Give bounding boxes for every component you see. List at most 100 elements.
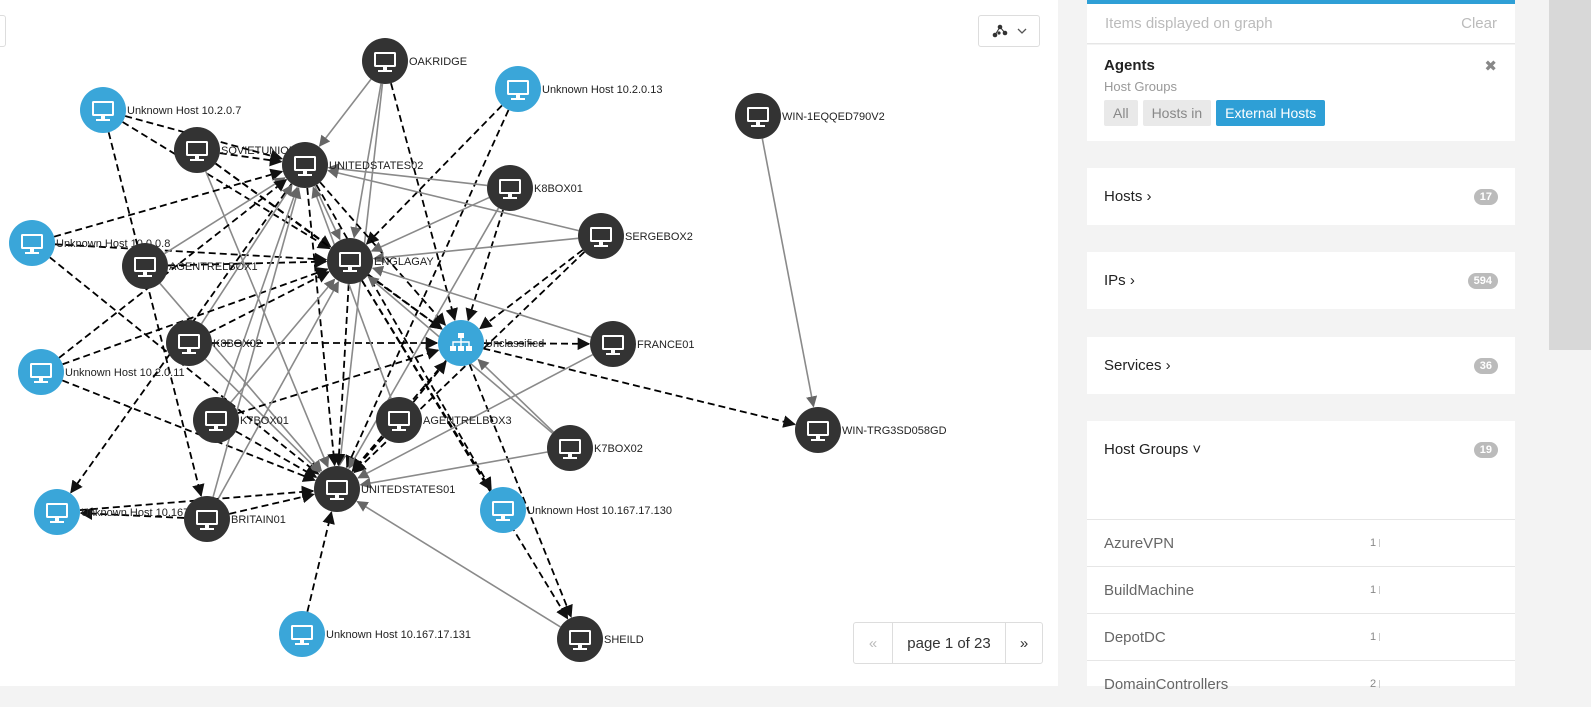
list-item[interactable]: AzureVPN 1: [1087, 519, 1515, 566]
graph-node-uh-10-2-0-11[interactable]: Unknown Host 10.2.0.11: [18, 349, 185, 395]
monitor-icon: [499, 179, 521, 199]
clear-button[interactable]: Clear: [1461, 15, 1497, 32]
pagination: « page 1 of 23 »: [853, 622, 1043, 664]
graph-node-label: K7BOX02: [594, 443, 643, 455]
graph-node-sergebox2[interactable]: SERGEBOX2: [578, 213, 693, 259]
host-groups-count-badge: 19: [1473, 441, 1498, 458]
graph-edge: [372, 237, 579, 264]
close-icon[interactable]: ✖: [1484, 58, 1497, 75]
graph-edge: [311, 186, 392, 399]
graph-edge: [230, 278, 336, 403]
graph-node-uh-10-2-0-13[interactable]: Unknown Host 10.2.0.13: [495, 66, 662, 112]
graph-edge: [62, 379, 316, 482]
list-item[interactable]: BuildMachine 1: [1087, 566, 1515, 613]
host-group-name: DepotDC: [1104, 628, 1166, 646]
host-group-name: AzureVPN: [1104, 534, 1175, 552]
graph-edge: [58, 179, 288, 359]
graph-node-uh-10-2-0-7[interactable]: Unknown Host 10.2.0.7: [80, 87, 241, 133]
graph-node-sovietunion[interactable]: SOVIETUNION: [174, 127, 297, 173]
monitor-icon: [294, 156, 316, 176]
left-panel-toggle[interactable]: [0, 15, 6, 47]
graph-node-unitedstates01[interactable]: UNITEDSTATES01: [314, 466, 455, 512]
graph-node-agentrelbox1[interactable]: AGENTRELBOX1: [122, 243, 258, 289]
hosts-section[interactable]: Hosts › 17: [1087, 168, 1515, 225]
monitor-icon: [291, 625, 313, 645]
monitor-icon: [46, 503, 68, 523]
graph-node-englagay[interactable]: ENGLAGAY: [327, 238, 434, 284]
graph-node-sheild[interactable]: SHEILD: [557, 616, 644, 662]
list-item[interactable]: DepotDC 1: [1087, 613, 1515, 660]
monitor-icon: [590, 227, 612, 247]
layout-dropdown-button[interactable]: [978, 15, 1040, 47]
graph-node-label: WIN-TRG3SD058GD: [842, 425, 947, 437]
monitor-icon: [205, 411, 227, 431]
graph-edge: [350, 83, 382, 239]
host-groups-list: AzureVPN 1 BuildMachine 1 DepotDC 1 Doma…: [1087, 519, 1515, 693]
graph-node-britain01[interactable]: BRITAIN01: [184, 496, 286, 542]
list-item[interactable]: DomainControllers 2: [1087, 660, 1515, 707]
scrollbar-thumb[interactable]: [1549, 0, 1591, 350]
monitor-icon: [21, 234, 43, 254]
graph-node-k8box02[interactable]: K8BOX02: [166, 320, 262, 366]
graph-edge: [54, 243, 328, 266]
services-section[interactable]: Services › 36: [1087, 337, 1515, 394]
monitor-icon: [374, 52, 396, 72]
chip-all[interactable]: All: [1104, 100, 1138, 126]
graph-node-label: SERGEBOX2: [625, 231, 693, 243]
graph-node-label: UNITEDSTATES02: [329, 160, 423, 172]
graph-edge: [361, 280, 492, 491]
host-group-bar: [1379, 586, 1380, 594]
graph-edge: [356, 500, 561, 628]
chip-hosts-in[interactable]: Hosts in: [1142, 100, 1212, 126]
graph-node-unitedstates02[interactable]: UNITEDSTATES02: [282, 142, 423, 188]
graph-node-k8box01[interactable]: K8BOX01: [487, 165, 583, 211]
monitor-icon: [388, 411, 410, 431]
graph-node-uh-10-167-17-131[interactable]: Unknown Host 10.167.17.131: [279, 611, 471, 657]
monitor-icon: [569, 630, 591, 650]
graph-node-label: FRANCE01: [637, 339, 694, 351]
pagination-next-button[interactable]: »: [1005, 623, 1042, 663]
graph-node-win-1eqq[interactable]: WIN-1EQQED790V2: [735, 93, 885, 139]
graph-edge: [107, 132, 205, 497]
ips-section[interactable]: IPs › 594: [1087, 252, 1515, 309]
graph-node-label: AGENTRELBOX3: [423, 415, 512, 427]
graph-edge: [306, 187, 340, 467]
graph-node-label: WIN-1EQQED790V2: [782, 111, 885, 123]
graph-edge: [205, 170, 330, 468]
graph-node-unclassified[interactable]: Unclassified: [438, 320, 544, 366]
graph-edge: [761, 138, 818, 408]
items-displayed-label: Items displayed on graph: [1105, 15, 1273, 32]
graph-node-win-trg3[interactable]: WIN-TRG3SD058GD: [795, 407, 947, 453]
graph-edge: [357, 353, 594, 479]
graph-edge: [159, 282, 323, 472]
network-icon: [450, 333, 472, 351]
services-label: Services ›: [1104, 357, 1171, 374]
chip-external-hosts[interactable]: External Hosts: [1216, 100, 1326, 126]
graph-edge: [477, 358, 554, 433]
host-groups-section[interactable]: Host Groups ˅ 19: [1087, 421, 1515, 478]
graph-edge: [348, 207, 500, 470]
pagination-prev-button[interactable]: «: [854, 623, 893, 663]
graph-edge: [483, 337, 591, 351]
graph-node-agentrelbox3[interactable]: AGENTRELBOX3: [376, 397, 512, 443]
graph-edge: [314, 185, 341, 241]
graph-node-uh-10-167-17-130[interactable]: Unknown Host 10.167.17.130: [480, 487, 672, 533]
graph-node-france01[interactable]: FRANCE01: [590, 321, 694, 367]
graph-node-oakridge[interactable]: OAKRIDGE: [362, 38, 467, 84]
graph-node-k7box02[interactable]: K7BOX02: [547, 425, 643, 471]
graph-node-k7box01[interactable]: K7BOX01: [193, 397, 289, 443]
sidebar: Items displayed on graph Clear Agents Ho…: [1087, 0, 1515, 693]
graph-edge: [327, 167, 579, 232]
graph-edge: [390, 82, 458, 322]
host-groups-spacer: [1087, 478, 1515, 519]
graph-node-label: BRITAIN01: [231, 514, 286, 526]
items-displayed-header: Items displayed on graph Clear: [1087, 4, 1515, 44]
monitor-icon: [507, 80, 529, 100]
graph-node-uh-10-167-a[interactable]: Unknown Host 10.167: [34, 489, 189, 535]
ips-count-badge: 594: [1467, 272, 1498, 289]
graph-edge: [217, 281, 340, 500]
agents-title: Agents: [1104, 57, 1155, 74]
